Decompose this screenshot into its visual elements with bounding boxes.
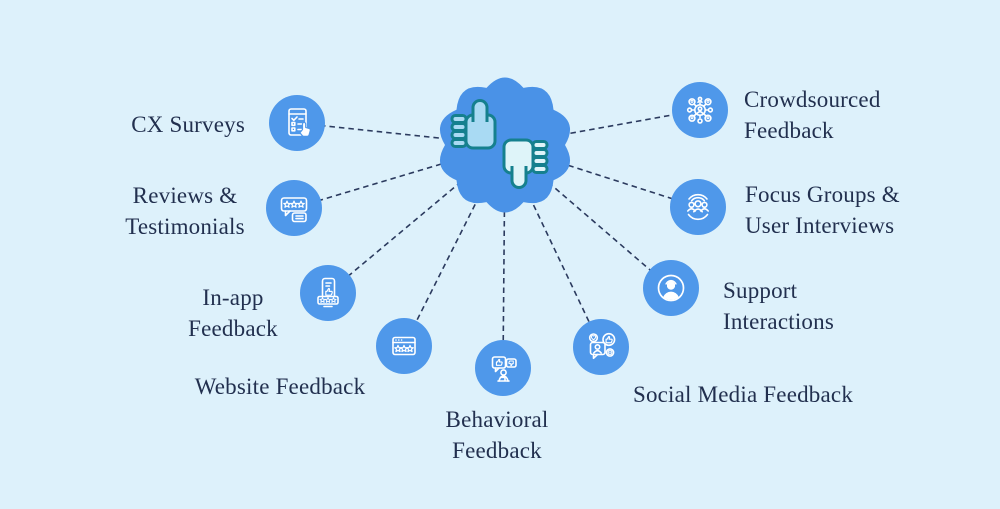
label-behavioral-feedback: Behavioral Feedback [445,407,549,463]
node-crowdsourced-feedback [672,82,728,138]
node-reviews-testimonials [266,180,322,236]
node-cx-surveys [269,95,325,151]
node-social-media-feedback [573,319,629,375]
label-focus-groups: Focus Groups & User Interviews [745,182,900,238]
website-rating-icon [392,336,416,356]
label-reviews-testimonials: Reviews & Testimonials [125,183,245,239]
thumbs-up-down-icon [450,99,549,189]
connector-line [296,122,506,146]
label-crowdsourced-feedback: Crowdsourced Feedback [744,87,881,143]
node-focus-groups [670,179,726,235]
label-cx-surveys: CX Surveys [131,112,245,137]
node-behavioral-feedback [475,340,531,396]
crowdsourced-network-icon [686,96,714,124]
node-support-interactions [643,260,699,316]
label-social-media-feedback: Social Media Feedback [632,382,854,407]
survey-checklist-icon [288,108,311,137]
connector-line [504,144,672,289]
social-media-engagement-icon [588,332,616,360]
node-in-app-feedback [300,265,356,321]
node-website-feedback [376,318,432,374]
connector-line [502,144,506,369]
connector-line [293,144,506,209]
label-support-interactions: Support Interactions [723,278,834,334]
support-agent-headset-icon [657,274,685,302]
reviews-stars-bubbles-icon [280,197,308,223]
label-in-app-feedback: In-app Feedback [188,285,278,341]
behavioral-user-chats-icon [491,356,517,382]
label-website-feedback: Website Feedback [194,374,366,399]
focus-group-people-icon [687,193,709,221]
in-app-rating-phone-icon [317,277,339,308]
